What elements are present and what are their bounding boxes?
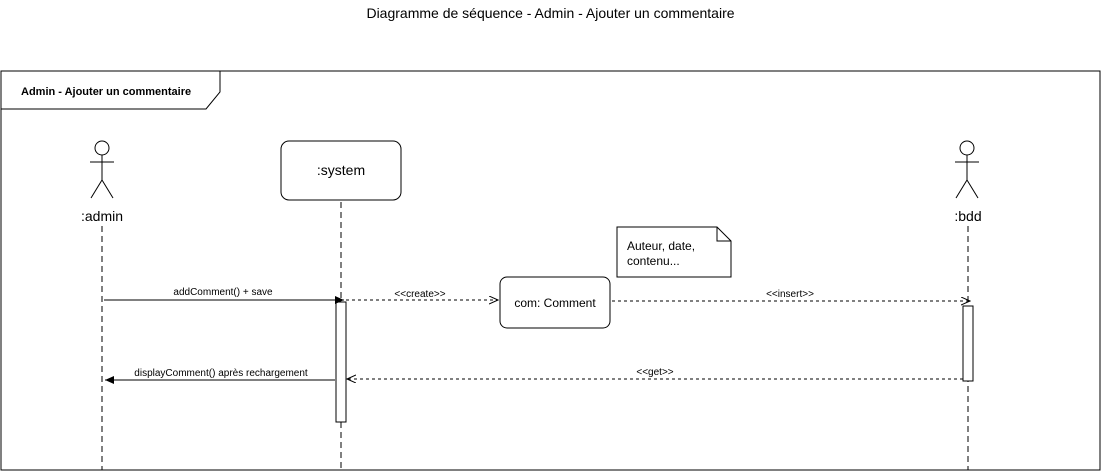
bdd-actor-icon bbox=[955, 140, 979, 199]
page-title: Diagramme de séquence - Admin - Ajouter … bbox=[366, 5, 735, 21]
bdd-activation-bar bbox=[962, 305, 974, 382]
admin-actor-icon bbox=[90, 140, 114, 199]
system-box bbox=[280, 140, 402, 201]
system-label: :system bbox=[317, 162, 365, 178]
comment-object-label: com: Comment bbox=[514, 296, 596, 310]
note-line-1: Auteur, date, bbox=[627, 239, 695, 253]
note-line-2: contenu... bbox=[627, 254, 680, 268]
system-activation-bar bbox=[335, 301, 347, 423]
insert-label: <<insert>> bbox=[766, 289, 814, 300]
note-box bbox=[616, 226, 732, 278]
frame-label: Admin - Ajouter un commentaire bbox=[21, 86, 191, 98]
add-comment-label: addComment() + save bbox=[173, 287, 273, 298]
frame-label-box bbox=[1, 70, 221, 110]
display-comment-label: displayComment() après rechargement bbox=[134, 368, 308, 379]
create-label: <<create>> bbox=[394, 289, 445, 300]
comment-object-box bbox=[499, 276, 611, 329]
bdd-label: :bdd bbox=[954, 208, 981, 224]
frame-border bbox=[0, 70, 1101, 471]
get-label: <<get>> bbox=[636, 367, 673, 378]
admin-label: :admin bbox=[81, 208, 123, 224]
